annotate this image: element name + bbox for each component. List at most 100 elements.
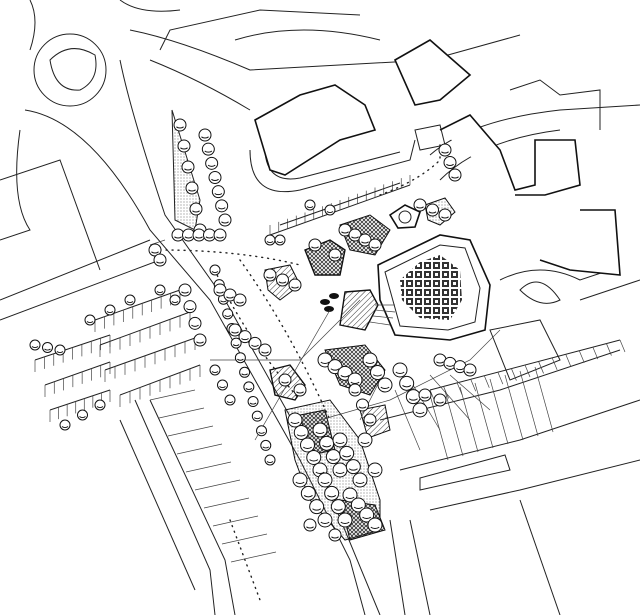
tree [305,200,315,210]
tree-shadow [436,362,443,363]
tree [364,414,376,426]
tree-shadow [277,242,283,243]
parking-stall [606,344,611,356]
tree-shadow [331,537,338,538]
parking-stall [460,387,478,452]
tree-shadow [156,262,163,263]
tree [125,295,135,305]
tree [340,446,354,460]
tree-shadow [303,447,311,448]
tree [419,389,431,401]
tree-shadow [208,165,215,166]
parking-stall [490,379,508,444]
tree [216,200,228,212]
tree-shadow [416,412,424,413]
tree [265,235,275,245]
tree [55,345,65,355]
tree-shadow [297,435,305,436]
tree [325,486,339,500]
tree-shadow [436,402,443,403]
parking-stall [222,534,267,544]
parking-stall [186,462,231,472]
tree [189,317,201,329]
tree [444,157,456,169]
tree-shadow [361,242,368,243]
tree [212,186,224,198]
tree [329,249,341,261]
tree [178,140,190,152]
tree-shadow [321,482,329,483]
tree [320,436,334,450]
tree-shadow [157,292,163,293]
parking-stall [168,426,213,436]
building-north [255,85,375,175]
tree [43,343,53,353]
tree-shadow [97,407,103,408]
tree [413,403,427,417]
tree [393,363,407,377]
tree [229,324,241,336]
tree-shadow [366,362,374,363]
tree [202,143,214,155]
tree-shadow [62,427,68,428]
parking-stall [520,371,538,436]
parking-stall [430,395,448,460]
tree [257,426,267,436]
tree [325,205,335,215]
tree [249,337,261,349]
tree [313,423,327,437]
tree-shadow [195,237,202,238]
buildings [255,40,620,340]
tree-shadow [321,522,329,523]
roundabout [34,34,106,106]
parking-stall [444,386,449,398]
tree-shadow [362,517,370,518]
tree [179,284,191,296]
tree [209,172,221,184]
parking-stall [150,390,195,400]
tree-shadow [80,417,86,418]
tree [318,513,332,527]
tree [414,199,426,211]
tree-shadow [236,302,243,303]
parking-stall [620,340,625,352]
tree-shadow [409,399,417,400]
tree [400,376,414,390]
tree-shadow [32,347,38,348]
tree [184,301,196,313]
tree-shadow [220,301,226,302]
tree-shadow [396,372,404,373]
tree-shadow [310,460,318,461]
tree [199,129,211,141]
parking-stall [566,354,571,366]
tree-shadow [451,177,458,178]
parking-stall [498,372,503,384]
parking-stall [505,375,523,440]
tree [223,309,233,319]
tree [170,295,180,305]
tree [464,364,476,376]
tree-shadow [227,402,233,403]
building-east [440,115,580,195]
tree-shadow [446,365,453,366]
tree [343,488,357,502]
tree [331,500,345,514]
tree-shadow [221,222,228,223]
tree [239,331,251,343]
building-far-east [540,210,620,275]
tree-shadow [446,164,453,165]
tree [210,365,220,375]
tree [333,433,347,447]
tree-shadow [196,342,203,343]
tree [439,209,451,221]
tree-shadow [233,345,239,346]
tree [309,239,321,251]
tree-shadow [307,207,313,208]
tree-shadow [306,527,313,528]
tree-shadow [246,388,252,389]
tree-shadow [351,392,358,393]
parking-row [105,338,195,370]
tree-shadow [218,208,225,209]
tree-shadow [212,372,218,373]
tree-shadow [216,292,223,293]
